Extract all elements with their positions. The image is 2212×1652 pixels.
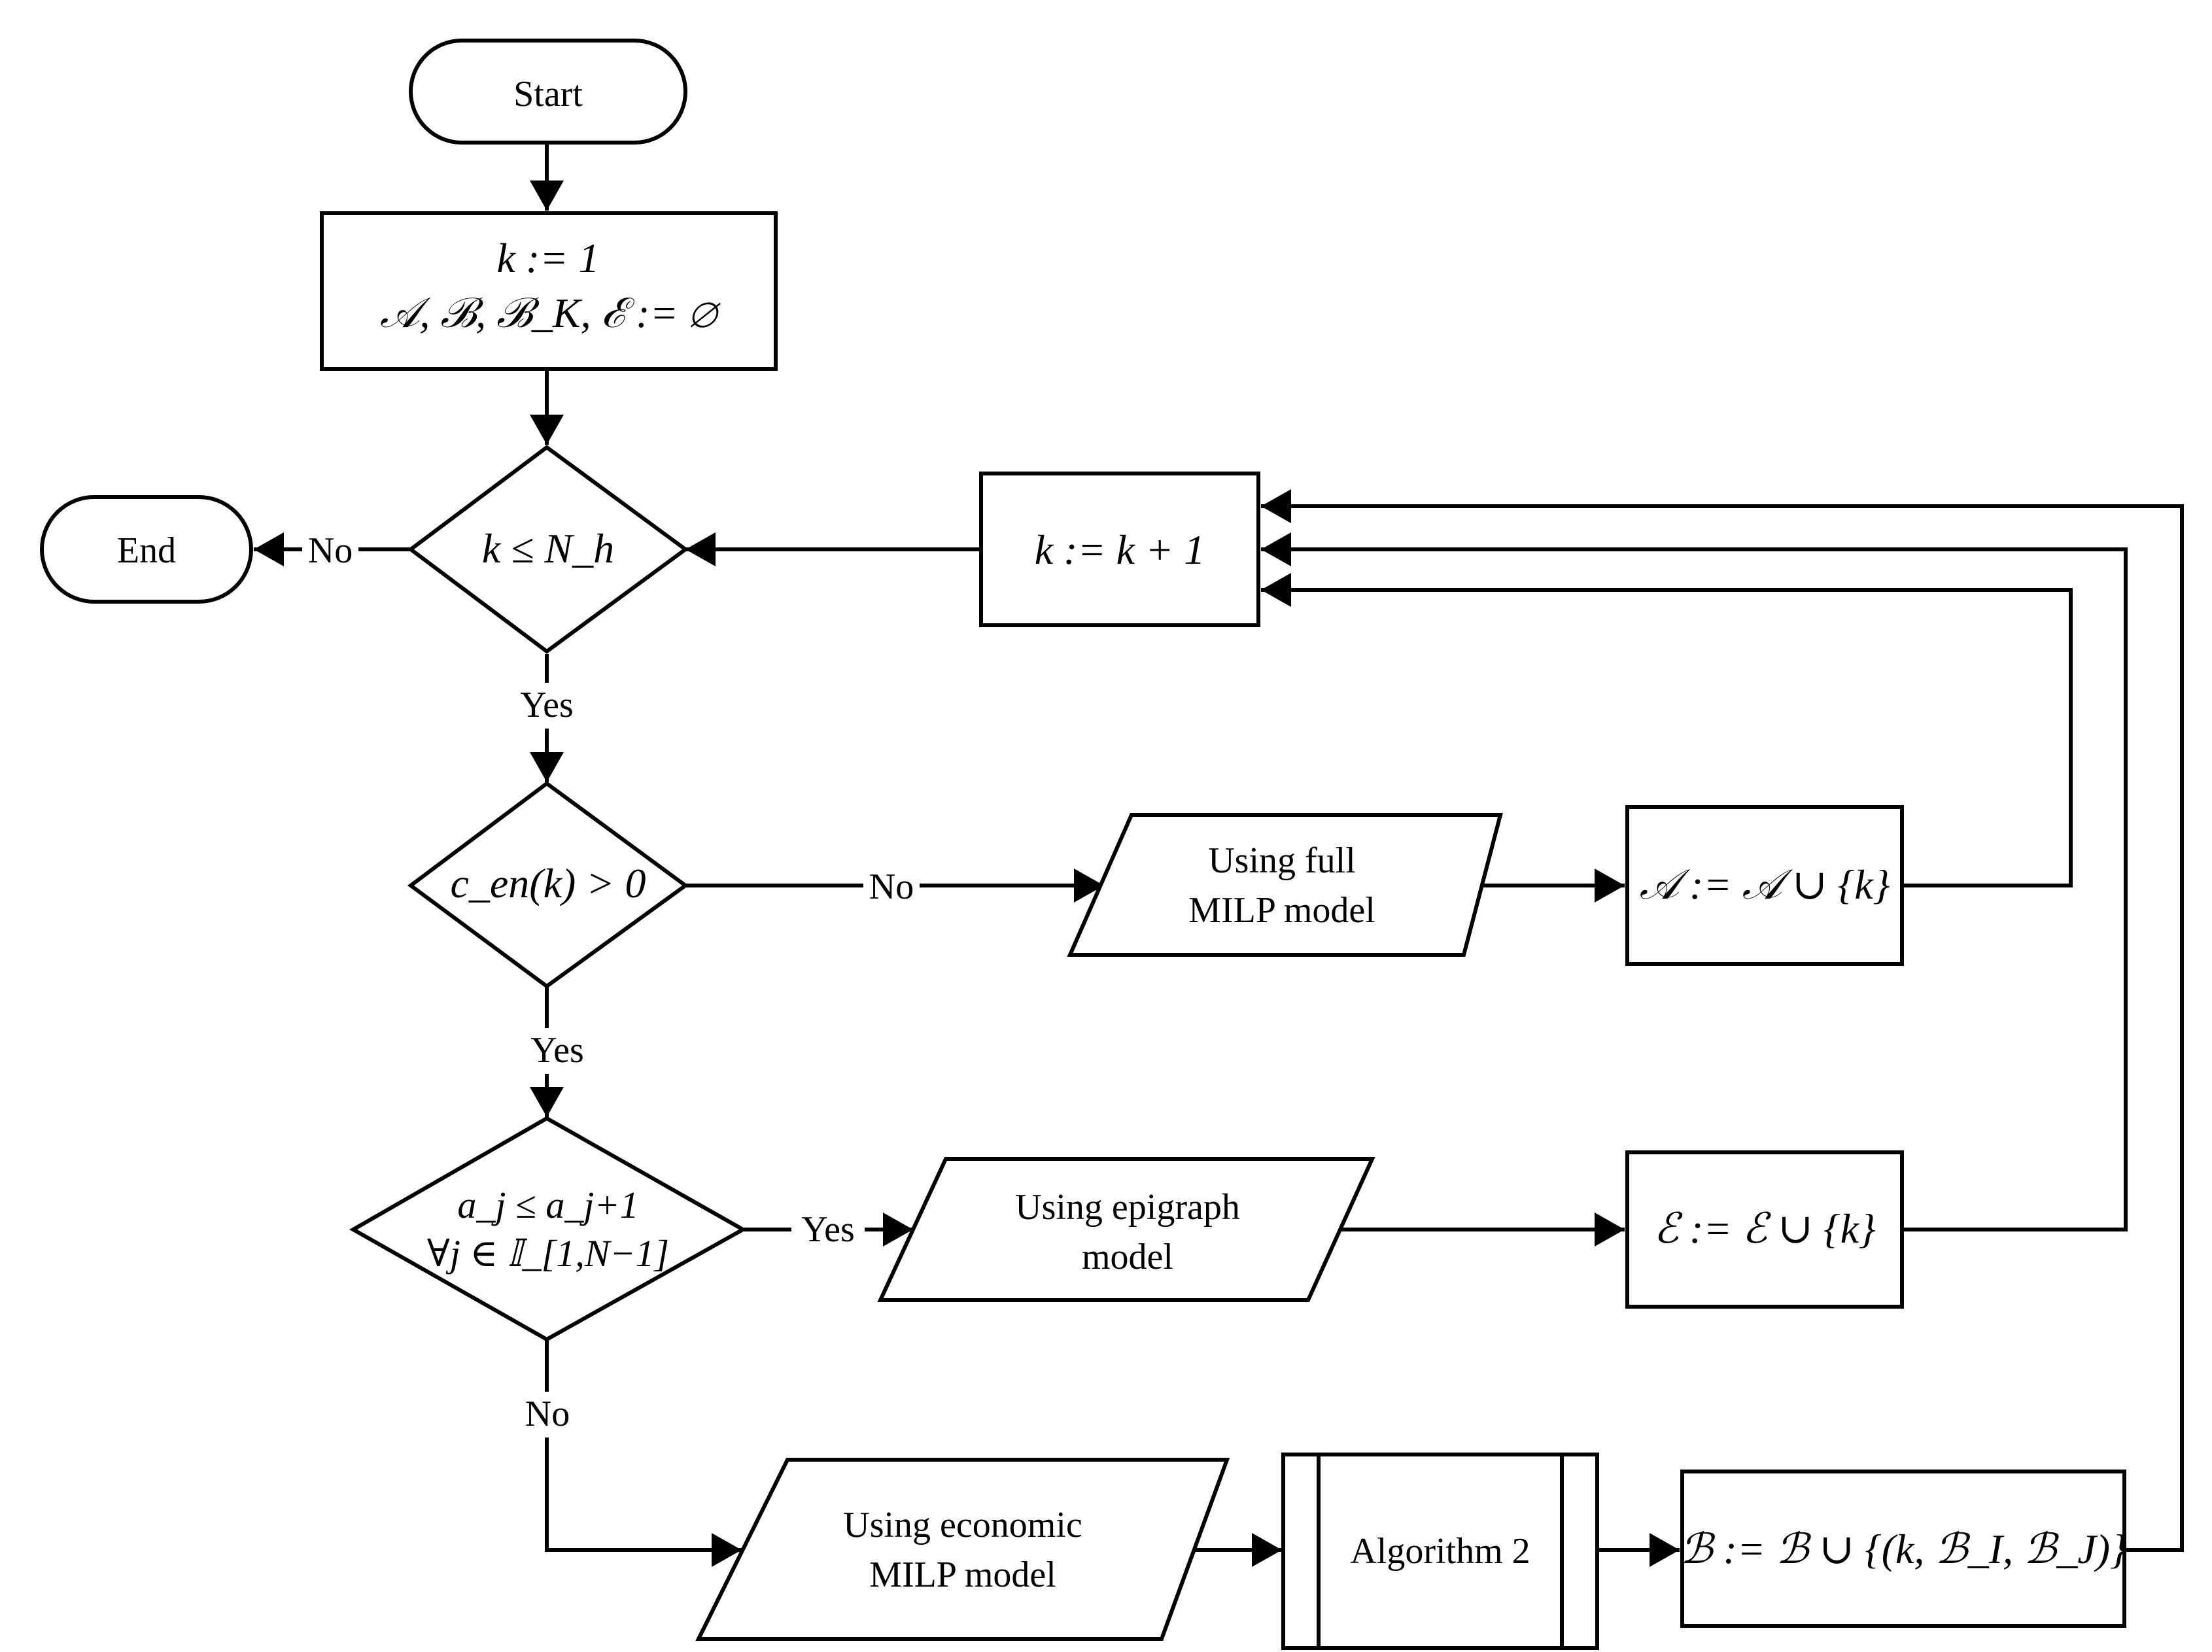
edges xyxy=(254,143,2184,1567)
label-price-no: No xyxy=(869,867,914,907)
arrowhead-end xyxy=(254,532,284,566)
label-horizon-no: No xyxy=(308,530,353,571)
set-b-process-box xyxy=(1680,1470,2126,1628)
price-decision-label: c_en(k) > 0 xyxy=(450,860,646,906)
label-monotone-no: No xyxy=(525,1394,570,1434)
label-horizon-yes: Yes xyxy=(520,685,573,725)
monotone-decision: a_j ≤ a_j+1 ∀j ∈ 𝕀_[1,N−1] xyxy=(349,1116,748,1342)
arrowhead-horizon xyxy=(530,415,564,445)
init-process-box xyxy=(320,211,778,371)
arrowhead-set-a xyxy=(1595,869,1625,903)
arrowhead-epigraph xyxy=(883,1213,913,1247)
arrowhead-increment-from-e xyxy=(1261,532,1291,566)
arrowhead-full-milp xyxy=(1074,869,1104,903)
full-milp-node: Using full MILP model xyxy=(1067,813,1503,957)
set-a-node: 𝒜 := 𝒜 ∪ {k} xyxy=(1625,805,1904,966)
price-decision-diamond xyxy=(407,781,689,989)
label-monotone-yes: Yes xyxy=(801,1209,854,1250)
edge-labels: No Yes No Yes Yes No xyxy=(302,528,920,1437)
price-decision: c_en(k) > 0 xyxy=(407,781,689,989)
start-terminal xyxy=(409,39,687,145)
algorithm2-subprocess-box xyxy=(1281,1453,1599,1650)
economic-io xyxy=(695,1458,1230,1641)
increment-label: k := k + 1 xyxy=(1035,526,1205,573)
init-line1: k := 1 xyxy=(497,235,600,281)
horizon-decision-diamond xyxy=(407,445,689,654)
end-node: End xyxy=(40,495,253,604)
epigraph-line2: model xyxy=(1082,1237,1173,1277)
end-label: End xyxy=(117,530,176,571)
full-milp-line2: MILP model xyxy=(1188,890,1375,931)
edge-set-b-to-increment xyxy=(1261,504,2184,1552)
arrowhead-set-e xyxy=(1595,1213,1625,1247)
arrowhead-set-b xyxy=(1650,1533,1680,1567)
edge-set-e-to-increment xyxy=(1261,547,2128,1231)
edge-monotone-to-economic xyxy=(545,1339,742,1552)
arrowhead-init xyxy=(530,181,564,211)
horizon-decision-label: k ≤ N_h xyxy=(482,525,614,572)
arrowhead-algorithm2 xyxy=(1252,1533,1282,1567)
epigraph-node: Using epigraph model xyxy=(877,1157,1375,1302)
monotone-line2: ∀j ∈ 𝕀_[1,N−1] xyxy=(427,1232,669,1275)
set-e-node: ℰ := ℰ ∪ {k} xyxy=(1625,1150,1904,1309)
init-node: k := 1 𝒜, ℬ, ℬ_K, ℰ := ∅ xyxy=(320,211,778,371)
epigraph-line1: Using epigraph xyxy=(1015,1187,1240,1228)
monotone-line1: a_j ≤ a_j+1 xyxy=(457,1184,638,1226)
label-bg-horizon-no xyxy=(302,528,358,570)
economic-node: Using economic MILP model xyxy=(695,1458,1230,1641)
arrowhead-increment-from-b xyxy=(1261,489,1291,523)
init-line2: 𝒜, ℬ, ℬ_K, ℰ := ∅ xyxy=(380,290,721,336)
label-bg-price-no xyxy=(863,865,920,906)
arrowhead-economic xyxy=(712,1533,742,1567)
label-bg-monotone-yes xyxy=(791,1207,865,1253)
full-milp-io xyxy=(1067,813,1503,957)
set-b-label: ℬ := ℬ ∪ {(k, ℬ_I, ℬ_J)} xyxy=(1680,1526,2127,1572)
epigraph-io xyxy=(877,1157,1375,1302)
set-e-label: ℰ := ℰ ∪ {k} xyxy=(1653,1205,1876,1252)
monotone-decision-diamond xyxy=(349,1116,748,1342)
label-price-yes: Yes xyxy=(530,1030,583,1071)
label-bg-price-yes xyxy=(521,1028,594,1074)
full-milp-line1: Using full xyxy=(1208,840,1356,881)
economic-line2: MILP model xyxy=(869,1555,1056,1595)
edge-set-a-to-increment xyxy=(1261,588,2073,887)
set-a-label: 𝒜 := 𝒜 ∪ {k} xyxy=(1640,861,1890,908)
economic-line1: Using economic xyxy=(843,1505,1082,1545)
arrowhead-price xyxy=(530,752,564,782)
set-a-process-box xyxy=(1625,805,1904,966)
label-bg-monotone-no xyxy=(518,1392,577,1437)
label-bg-horizon-yes xyxy=(510,683,583,729)
increment-node: k := k + 1 xyxy=(979,472,1260,627)
start-label: Start xyxy=(513,74,583,114)
arrowhead-horizon-from-increment xyxy=(685,532,716,566)
horizon-decision: k ≤ N_h xyxy=(407,445,689,654)
arrowhead-increment-from-a xyxy=(1261,573,1291,607)
set-b-node: ℬ := ℬ ∪ {(k, ℬ_I, ℬ_J)} xyxy=(1680,1470,2127,1628)
arrowhead-monotone xyxy=(530,1087,564,1117)
end-terminal xyxy=(40,495,253,604)
algorithm2-node: Algorithm 2 xyxy=(1281,1453,1599,1650)
set-e-process-box xyxy=(1625,1150,1904,1309)
algorithm2-label: Algorithm 2 xyxy=(1350,1531,1530,1572)
increment-process-box xyxy=(979,472,1260,627)
start-node: Start xyxy=(409,39,687,145)
